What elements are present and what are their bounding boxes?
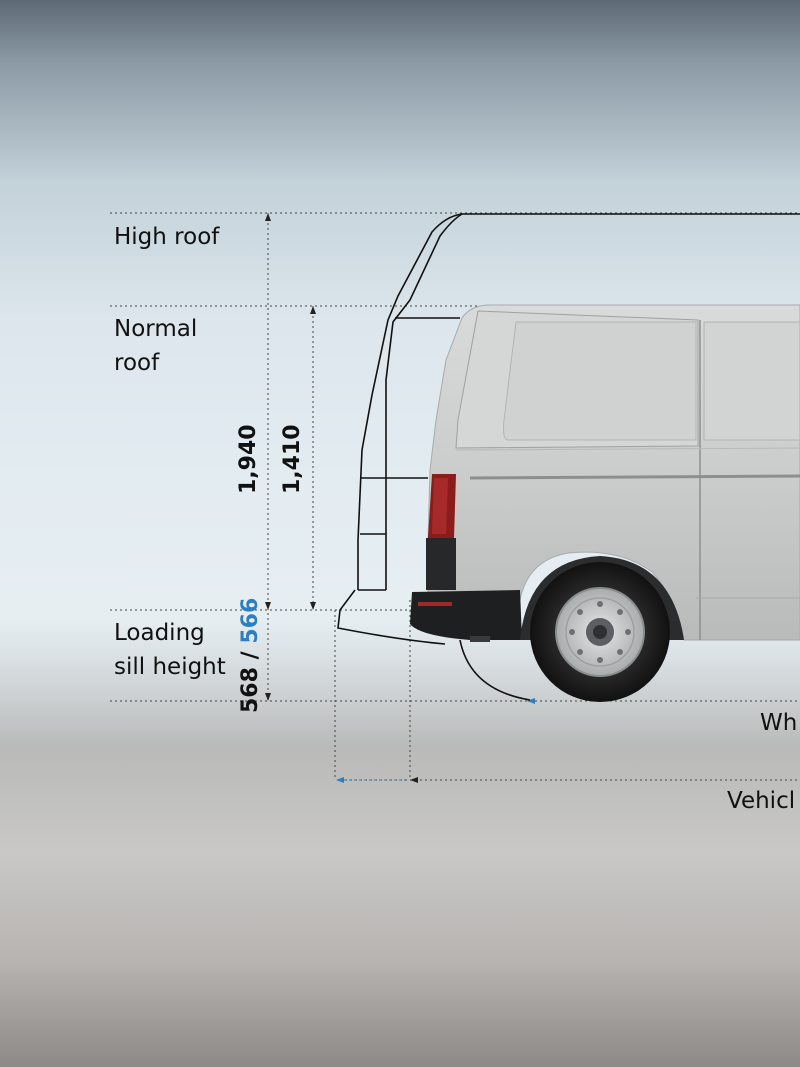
rear-window-panel <box>503 321 697 441</box>
rear-pillar-trim <box>426 538 456 590</box>
sill-height-b: 566 <box>238 597 263 644</box>
high-roof-height-value: 1,940 <box>236 424 261 494</box>
rear-wheel <box>530 562 670 702</box>
rear-bumper <box>410 590 522 640</box>
high-roof-outline <box>337 213 800 701</box>
dimension-arrow-icon <box>336 698 535 783</box>
normal-roof-label-line1: Normal <box>114 316 198 342</box>
high-roof-label: High roof <box>114 224 220 250</box>
vehicle-length-label: Vehicl <box>727 788 796 814</box>
loading-sill-label-line1: Loading <box>114 620 205 646</box>
body-crease <box>469 474 800 480</box>
side-window-panel <box>703 321 800 441</box>
loading-sill-label-line2: sill height <box>114 654 226 680</box>
wheelbase-label: Wh <box>760 710 798 736</box>
normal-roof-label-line2: roof <box>114 350 160 376</box>
sill-separator: / <box>238 651 263 660</box>
dimension-arrow-icon <box>265 213 418 783</box>
normal-roof-height-value: 1,410 <box>280 424 305 494</box>
sill-height-a: 568 <box>238 667 263 713</box>
exhaust <box>470 636 490 642</box>
sill-height-value: 568 / 566 <box>238 598 263 713</box>
